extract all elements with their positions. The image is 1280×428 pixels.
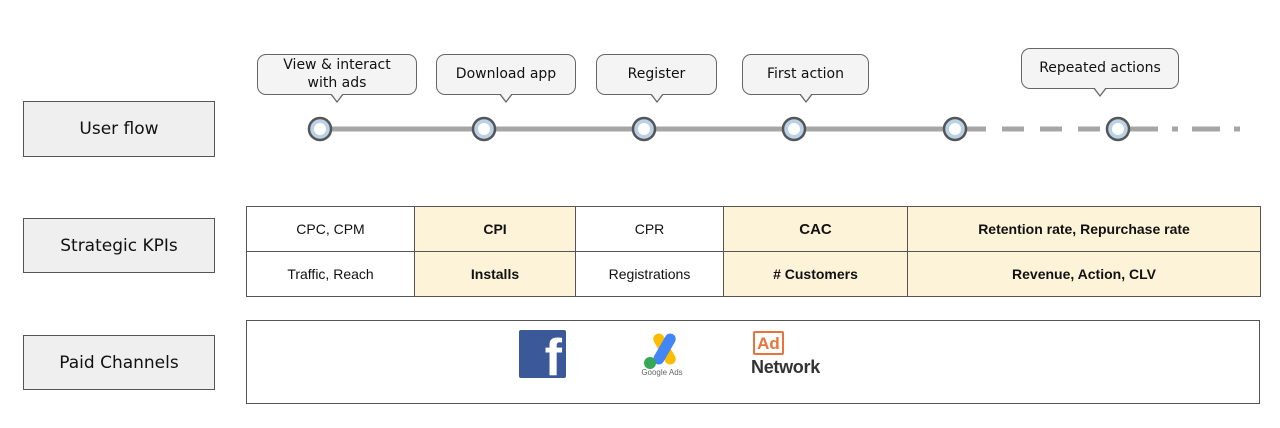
- google-ads-label: Google Ads: [641, 368, 683, 377]
- callout-first-action: First action: [742, 54, 869, 95]
- table-row: CPC, CPM CPI CPR CAC Retention rate, Rep…: [246, 206, 1261, 252]
- callout-view-interact: View & interact with ads: [257, 54, 417, 95]
- kpi-cell: CAC: [723, 206, 908, 252]
- timeline-node: [788, 123, 800, 135]
- kpi-cell: CPI: [414, 206, 576, 252]
- kpi-cell: Retention rate, Repurchase rate: [907, 206, 1261, 252]
- kpi-cell: CPR: [575, 206, 724, 252]
- timeline-node: [1112, 123, 1124, 135]
- google-ads-icon: [644, 333, 676, 369]
- row-label-paid-channels: Paid Channels: [23, 335, 215, 390]
- timeline-node: [949, 123, 961, 135]
- kpi-table: CPC, CPM CPI CPR CAC Retention rate, Rep…: [246, 206, 1261, 297]
- callout-repeated-actions: Repeated actions: [1021, 48, 1179, 89]
- timeline-node: [314, 123, 326, 135]
- kpi-cell: Registrations: [575, 251, 724, 297]
- timeline-node: [638, 123, 650, 135]
- kpi-cell: Installs: [414, 251, 576, 297]
- callout-download-app: Download app: [436, 54, 576, 95]
- callout-register: Register: [596, 54, 717, 95]
- facebook-letter: f: [544, 330, 562, 378]
- ad-network-icon: Ad: [753, 331, 784, 355]
- kpi-cell: CPC, CPM: [246, 206, 415, 252]
- row-label-user-flow: User flow: [23, 101, 215, 157]
- kpi-cell: Revenue, Action, CLV: [907, 251, 1261, 297]
- table-row: Traffic, Reach Installs Registrations # …: [246, 251, 1261, 297]
- kpi-cell: Traffic, Reach: [246, 251, 415, 297]
- timeline-nodes: [307, 116, 1131, 142]
- timeline-node: [478, 123, 490, 135]
- ad-network-label: Network: [751, 357, 820, 377]
- kpi-cell: # Customers: [723, 251, 908, 297]
- facebook-icon: f: [519, 330, 566, 378]
- row-label-strategic-kpis: Strategic KPIs: [23, 218, 215, 273]
